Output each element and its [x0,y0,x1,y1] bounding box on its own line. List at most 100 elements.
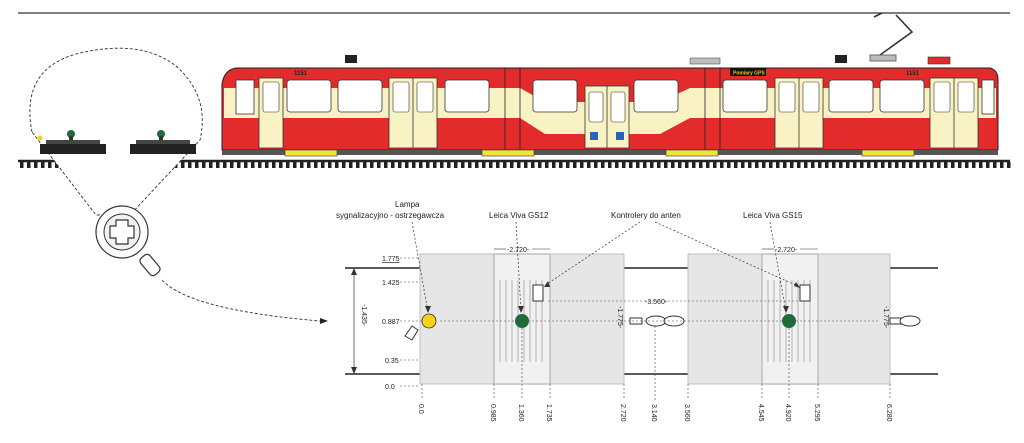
sleeper [202,162,206,168]
x-tick: 1.360 [517,404,524,422]
sleeper [384,162,388,168]
sleeper [20,162,24,168]
sleeper [692,162,696,168]
sleeper [272,162,276,168]
x-tick: 3.140 [650,404,657,422]
leader-arrowheads [425,281,800,313]
sleeper [223,162,227,168]
y-guides [400,257,880,387]
sleeper [888,162,892,168]
sleeper [734,162,738,168]
sleeper [510,162,514,168]
sleeper [41,162,45,168]
sleeper [209,162,213,168]
y-tick: 0.35 [385,358,399,365]
sleeper [356,162,360,168]
sleeper [335,162,339,168]
sleeper [475,162,479,168]
zoom-arrow [161,279,321,322]
sleeper [405,162,409,168]
sleeper [979,162,983,168]
bogie-center [761,253,819,385]
sleeper [363,162,367,168]
sleeper [783,162,787,168]
sleeper [349,162,353,168]
underframe [222,150,998,155]
sleeper [27,162,31,168]
sleeper [566,162,570,168]
zoom-arrow-head [320,318,328,324]
sleeper [706,162,710,168]
sleeper [860,162,864,168]
mini-bogie-left [37,130,106,154]
y-tick: 1.775 [382,256,400,263]
sleeper [524,162,528,168]
pantograph [869,12,914,62]
sleeper [594,162,598,168]
sleeper [181,162,185,168]
sleeper [531,162,535,168]
roof-unit [345,55,357,63]
y-tick-labels: 1.775 1.425 0.887 0.35 0.0 [382,256,400,391]
bogies [284,149,915,157]
sleeper [776,162,780,168]
sleeper [825,162,829,168]
sleeper [727,162,731,168]
sleeper [951,162,955,168]
plan-view: 1.775 1.425 0.887 0.35 0.0 -1.435- -2.72… [336,200,938,422]
sleeper [286,162,290,168]
window-row [235,79,995,115]
gauge-arrow [351,268,357,275]
tram-side-view: 1151 1151 Pomiary GPS [221,55,999,157]
x-tick: 4.545 [757,404,764,422]
sleeper [545,162,549,168]
sleeper [412,162,416,168]
sleeper [622,162,626,168]
sleeper [853,162,857,168]
sleeper [419,162,423,168]
sleeper [34,162,38,168]
fleet-number-front: 1151 [294,71,308,77]
sleeper [993,162,997,168]
sleeper [321,162,325,168]
sleeper [538,162,542,168]
sleeper [636,162,640,168]
x-tick: 0.985 [489,404,496,422]
mini-bogie-right [130,130,196,154]
sleeper [811,162,815,168]
coupler-right [889,315,921,327]
sleeper [755,162,759,168]
span-right-label: -2.720- [775,247,798,254]
sleeper [797,162,801,168]
lamp-label-line2: sygnalizacyjno - ostrzegawcza [336,211,445,220]
sleeper [762,162,766,168]
roof-unit [927,56,951,65]
x-tick: 4.920 [784,404,791,422]
sleeper [874,162,878,168]
sleeper [398,162,402,168]
sleeper [643,162,647,168]
sleeper [713,162,717,168]
sleeper [895,162,899,168]
sleeper [650,162,654,168]
sleeper [1000,162,1004,168]
sleeper [293,162,297,168]
sleeper [503,162,507,168]
y-tick: 0.887 [382,319,400,326]
span-left-label: -2.720- [507,247,530,254]
y-tick: 0.0 [385,384,395,391]
sleeper [314,162,318,168]
sleeper [454,162,458,168]
wheelchair-icon [616,132,624,140]
sleeper [216,162,220,168]
x-tick: 1.735 [545,404,552,422]
sleeper [937,162,941,168]
sleeper [839,162,843,168]
sleeper [601,162,605,168]
sleeper [657,162,661,168]
sleeper [818,162,822,168]
gauge-arrow [351,367,357,374]
sleeper [615,162,619,168]
sleeper [573,162,577,168]
gs15-label: Leica Viva GS15 [743,211,803,220]
